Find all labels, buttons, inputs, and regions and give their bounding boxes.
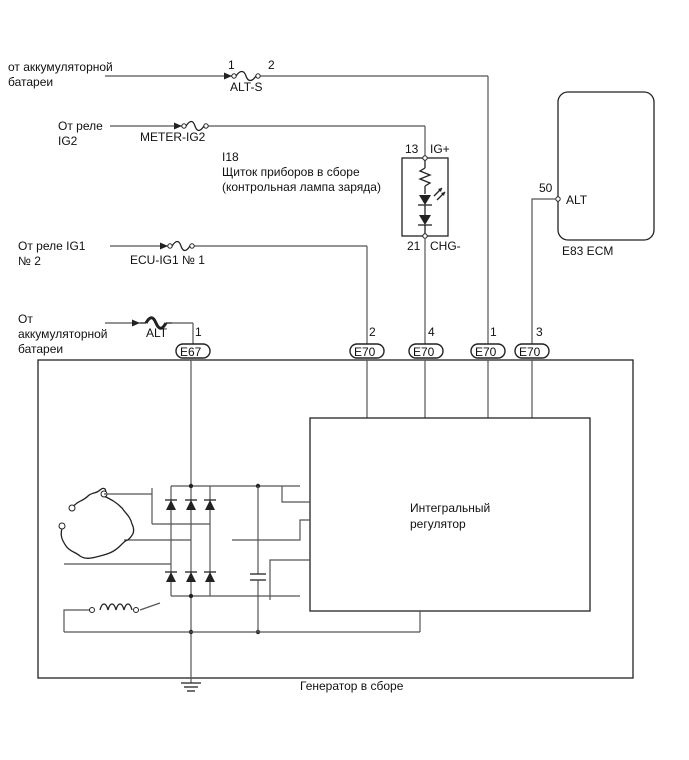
regulator-label-line1: Интегральный bbox=[410, 501, 490, 515]
rotor-coil-icon bbox=[63, 602, 191, 633]
alt-s-fuse-icon bbox=[231, 70, 261, 82]
meter-title-line2: (контрольная лампа заряда) bbox=[222, 180, 381, 194]
meter-title-line1: Щиток приборов в сборе bbox=[222, 165, 360, 179]
connector-e67-code: E67 bbox=[180, 345, 202, 359]
connector-l-pin: 4 bbox=[428, 325, 435, 339]
battery-source-bottom-line1: От bbox=[18, 312, 33, 326]
alt-wire bbox=[105, 319, 194, 345]
ig1-source-line2: № 2 bbox=[18, 254, 41, 268]
regulator-feed-wires bbox=[191, 486, 421, 633]
internal-wires bbox=[366, 360, 533, 418]
connector-l-code: E70 bbox=[413, 345, 435, 359]
meter-pin-chg: CHG- bbox=[430, 239, 461, 253]
ecm-pin-50: 50 bbox=[539, 181, 553, 195]
ecm-pin-alt: ALT bbox=[566, 193, 588, 207]
alt-s-pin2: 2 bbox=[268, 58, 275, 72]
connector-s-code: E70 bbox=[475, 345, 497, 359]
battery-source-top-line1: от аккумуляторной bbox=[8, 60, 113, 74]
stator-winding-icon bbox=[58, 487, 152, 559]
connector-m-pin: 3 bbox=[536, 325, 543, 339]
diode-icon bbox=[418, 215, 432, 234]
meter-pin-13: 13 bbox=[405, 142, 419, 156]
ecu-ig1-wire bbox=[110, 242, 368, 345]
ig2-source-line2: IG2 bbox=[58, 134, 78, 148]
battery-source-top-line2: батареи bbox=[8, 75, 53, 89]
ecm-label: E83 ECM bbox=[562, 244, 613, 258]
meter-pin-igplus: IG+ bbox=[430, 142, 450, 156]
rectifier-diode-icons bbox=[165, 499, 216, 582]
alt-s-fuse-label: ALT-S bbox=[230, 80, 262, 94]
meter-pin-21: 21 bbox=[407, 239, 421, 253]
alt-fuse-label: ALT bbox=[146, 326, 168, 340]
connector-s-pin: 1 bbox=[490, 325, 497, 339]
ig1-source-line1: От реле IG1 bbox=[18, 239, 86, 253]
battery-source-bottom-line2: аккумуляторной bbox=[18, 327, 108, 341]
connector-m-code: E70 bbox=[519, 345, 541, 359]
resistor-icon bbox=[418, 160, 432, 194]
alt-s-wire bbox=[105, 72, 489, 345]
meter-code: I18 bbox=[222, 150, 239, 164]
regulator-box bbox=[309, 417, 591, 612]
alt-fusible-link-icon bbox=[140, 316, 172, 330]
alt-s-pin1: 1 bbox=[228, 58, 235, 72]
meter-ig2-fuse-icon bbox=[181, 120, 209, 132]
m-wire bbox=[531, 198, 556, 345]
ig2-source-line1: От реле bbox=[58, 119, 103, 133]
battery-source-bottom-line3: батареи bbox=[18, 342, 63, 356]
connector-ig-pin: 2 bbox=[369, 325, 376, 339]
ground-icon bbox=[181, 682, 201, 692]
connector-e67-pin: 1 bbox=[195, 325, 202, 339]
generator-label: Генератор в сборе bbox=[300, 679, 404, 693]
charge-lamp-led-icon bbox=[418, 187, 446, 215]
capacitor-icon bbox=[250, 486, 266, 632]
regulator-label-line2: регулятор bbox=[410, 517, 466, 531]
connector-ig-code: E70 bbox=[354, 345, 376, 359]
ecu-ig1-fuse-label: ECU-IG1 № 1 bbox=[130, 253, 205, 267]
ecu-ig1-fuse-icon bbox=[167, 240, 195, 252]
meter-ig2-fuse-label: METER-IG2 bbox=[140, 130, 206, 144]
ecm-box bbox=[557, 91, 655, 241]
